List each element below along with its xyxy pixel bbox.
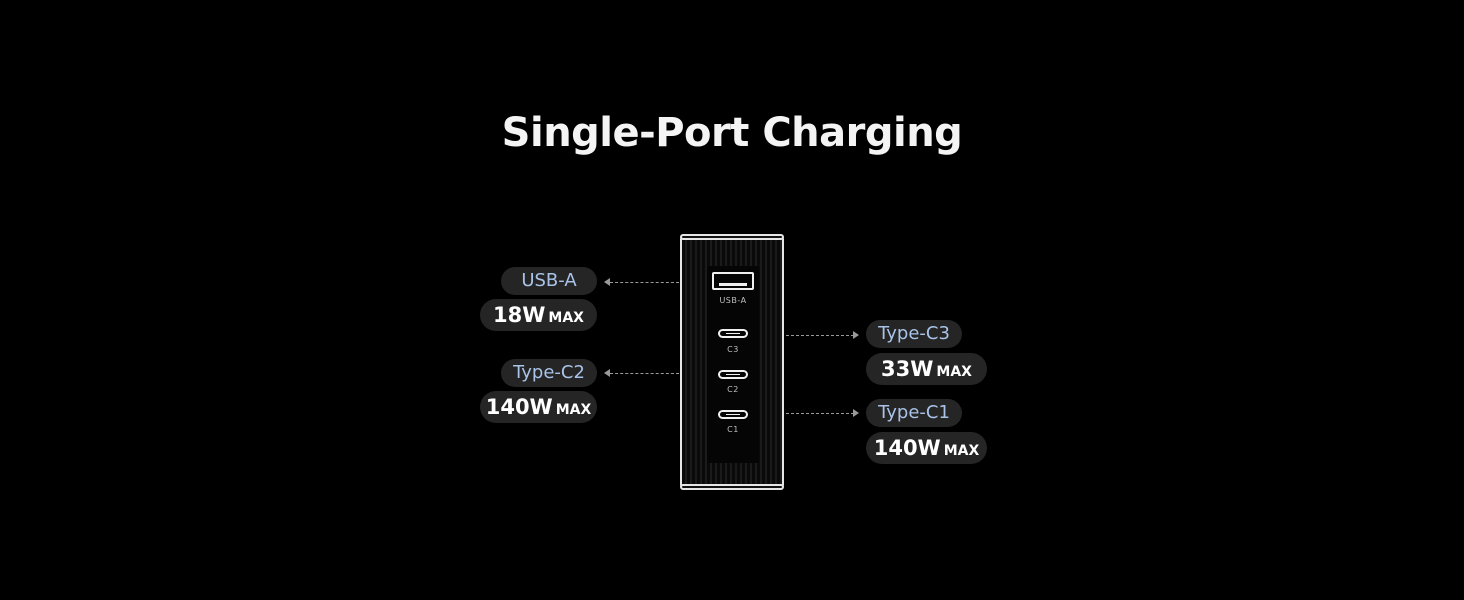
type-c1-max-label: MAX <box>943 443 980 459</box>
usb-a-max-label: MAX <box>548 310 584 326</box>
type-c3-arrowhead-icon <box>853 331 859 339</box>
type-c1-connector-line <box>786 413 854 414</box>
type-c2-name-badge: Type-C2 <box>501 359 597 387</box>
c3-port-label: C3 <box>727 345 739 354</box>
usb-a-name-badge: USB-A <box>501 267 597 295</box>
c2-port-label: C2 <box>727 385 739 394</box>
usb-a-connector-line <box>610 282 679 283</box>
charger-top-rim <box>680 234 784 240</box>
usb-a-wattage: 18W <box>493 303 546 327</box>
page-title: Single-Port Charging <box>501 110 963 156</box>
type-c1-arrowhead-icon <box>853 409 859 417</box>
type-c3-wattage: 33W <box>881 357 934 381</box>
type-c1-name-badge: Type-C1 <box>866 399 962 427</box>
type-c3-connector-line <box>786 335 854 336</box>
type-c2-arrowhead-icon <box>604 369 610 377</box>
charger-bottom-rim <box>680 484 784 490</box>
usb-a-arrowhead-icon <box>604 278 610 286</box>
type-c2-connector-line <box>610 373 679 374</box>
type-c1-wattage: 140W <box>873 436 941 460</box>
c1-port-label: C1 <box>727 425 739 434</box>
usb-a-port-icon <box>712 272 754 290</box>
type-c2-max-label: MAX <box>555 402 592 418</box>
type-c3-max-label: MAX <box>936 364 972 380</box>
usb-c2-port-icon <box>718 370 748 379</box>
usb-c1-port-icon <box>718 410 748 419</box>
type-c2-wattage: 140W <box>485 395 553 419</box>
usb-a-port-label: USB-A <box>719 296 747 305</box>
port-faceplate: USB-A C3 C2 C1 <box>707 266 759 463</box>
usb-c3-port-icon <box>718 329 748 338</box>
type-c3-name-badge: Type-C3 <box>866 320 962 348</box>
charger-device: USB-A C3 C2 C1 <box>680 234 784 490</box>
